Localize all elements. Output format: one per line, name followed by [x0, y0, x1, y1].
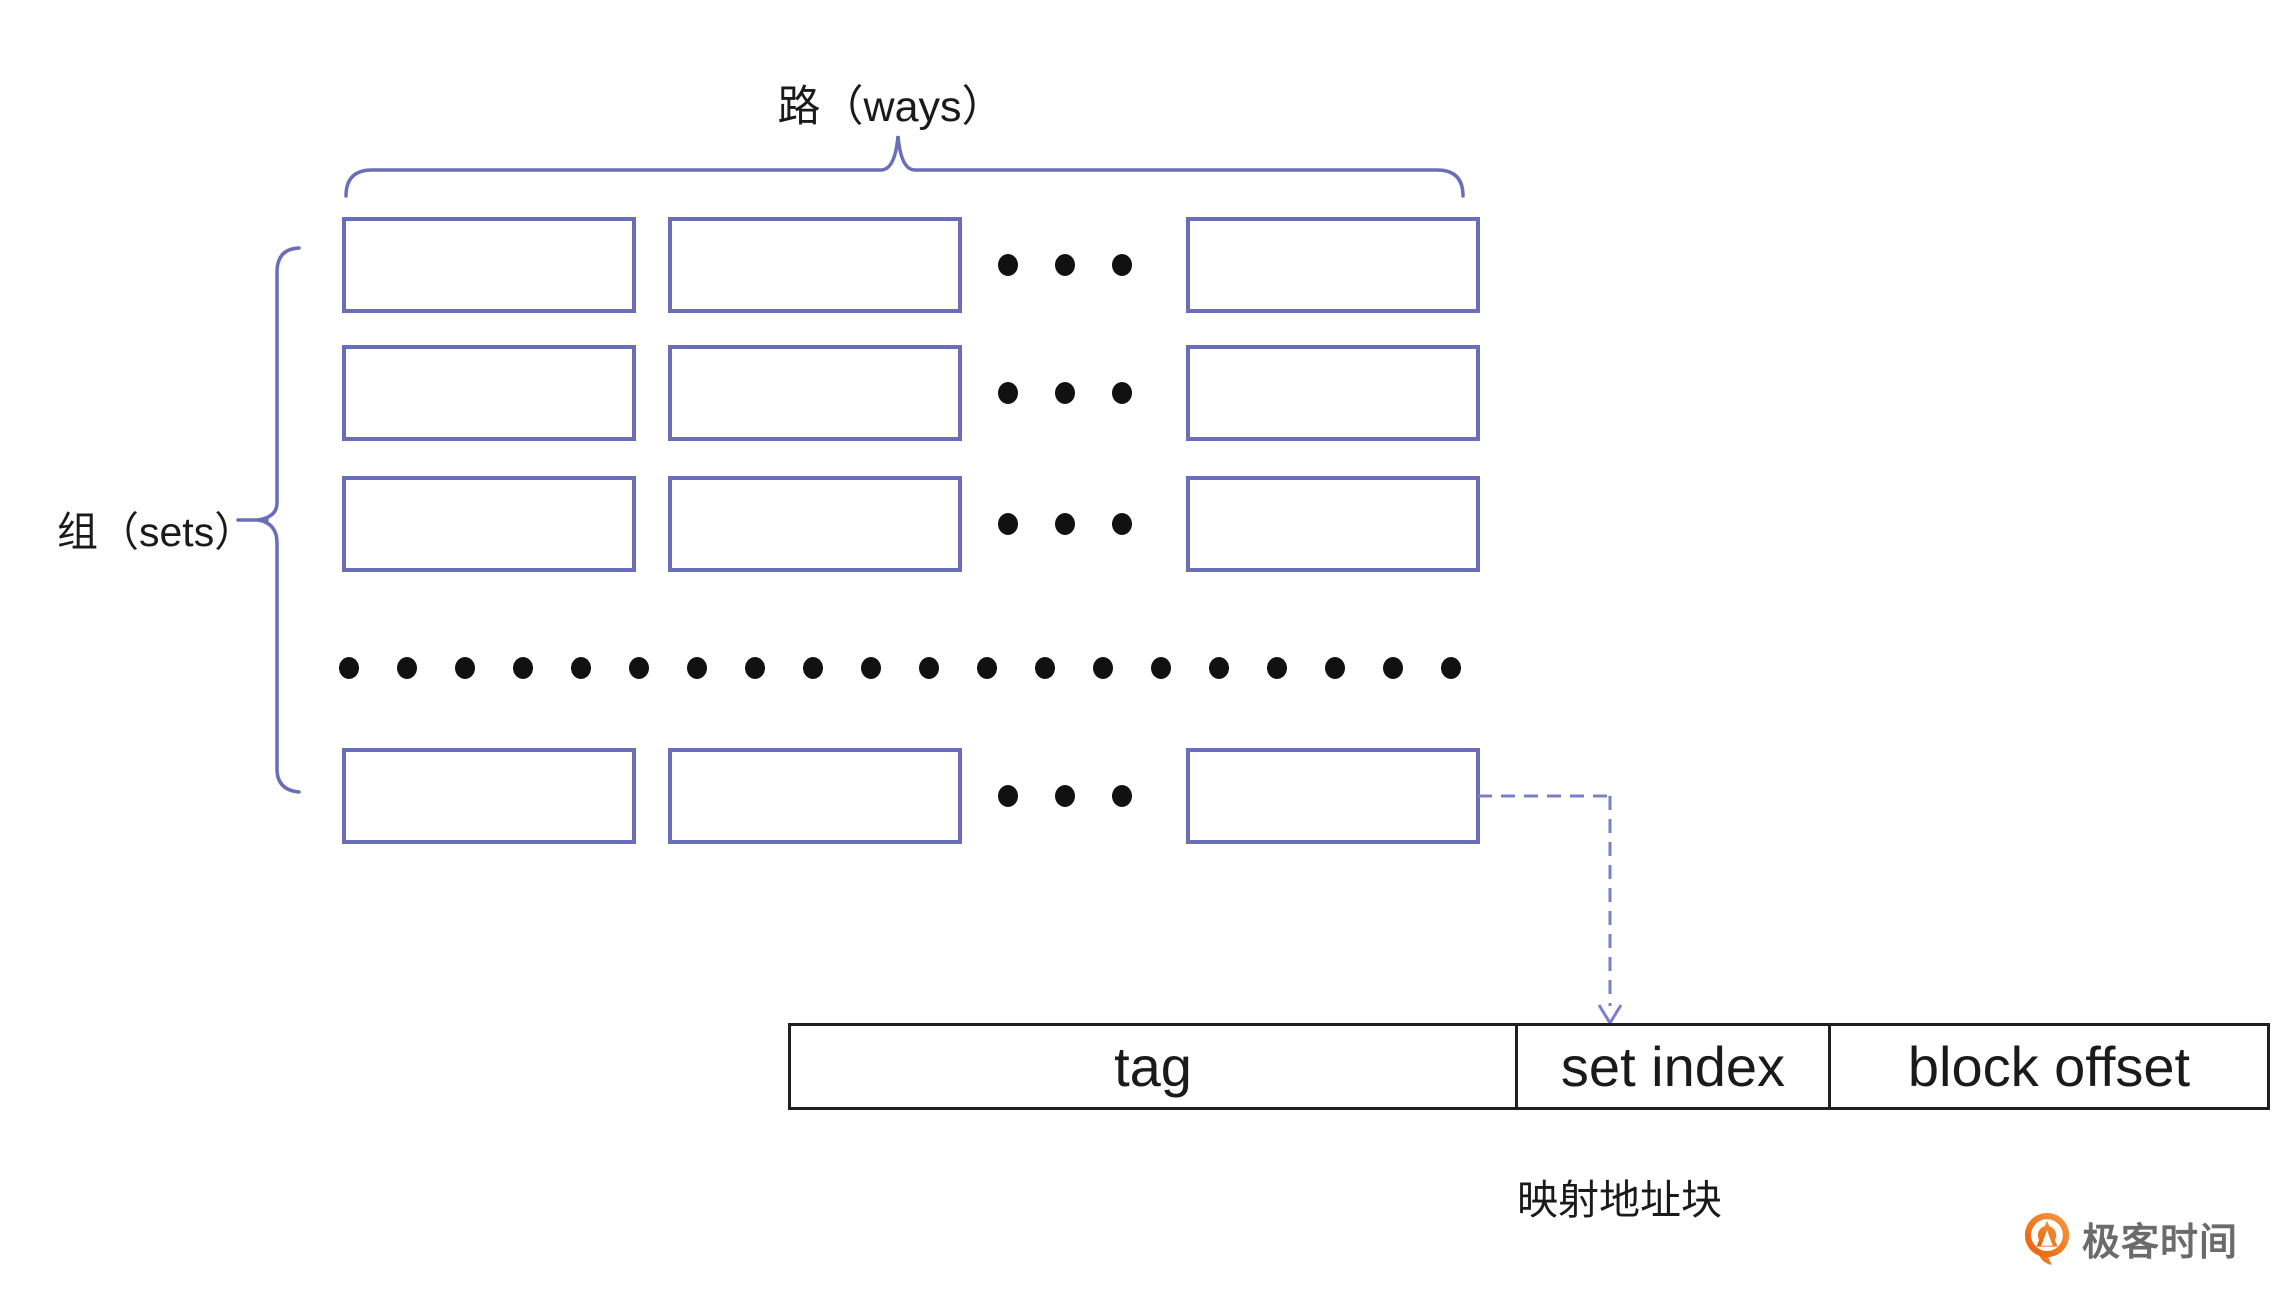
set-ellipsis-dot — [1383, 657, 1403, 679]
set-ellipsis-dot — [687, 657, 707, 679]
set-ellipsis-dot — [513, 657, 533, 679]
geektime-logo-icon — [2024, 1213, 2070, 1265]
ways-brace — [344, 135, 1465, 198]
address-table: tag set index block offset — [788, 1023, 2270, 1110]
cache-block — [668, 217, 962, 313]
set-ellipsis-dot — [1093, 657, 1113, 679]
cache-block — [342, 345, 636, 441]
cache-block — [1186, 748, 1480, 844]
cache-block — [342, 748, 636, 844]
way-ellipsis-dot — [1112, 254, 1132, 276]
cache-block — [1186, 217, 1480, 313]
way-ellipsis-dot — [1112, 785, 1132, 807]
set-ellipsis-dot — [339, 657, 359, 679]
way-ellipsis-dot — [1112, 513, 1132, 535]
set-ellipsis-dot — [1151, 657, 1171, 679]
cache-block — [668, 748, 962, 844]
set-ellipsis-dot — [1267, 657, 1287, 679]
cache-block — [342, 217, 636, 313]
address-field-block-offset: block offset — [1828, 1026, 2267, 1107]
sets-label: 组（sets） — [57, 509, 256, 555]
brand-logo: 极客时间 — [2022, 1210, 2238, 1266]
mapped-address-label: 映射地址块 — [1517, 1177, 1722, 1223]
address-field-tag: tag — [1114, 1035, 1192, 1098]
cache-block — [1186, 345, 1480, 441]
set-ellipsis-dot — [919, 657, 939, 679]
set-ellipsis-dot — [1441, 657, 1461, 679]
way-ellipsis-dot — [1055, 785, 1075, 807]
set-ellipsis-dot — [1325, 657, 1345, 679]
set-ellipsis-dot — [745, 657, 765, 679]
ways-label: 路（ways） — [777, 83, 1005, 131]
way-ellipsis-dot — [998, 254, 1018, 276]
sets-brace — [236, 246, 301, 794]
cache-block — [342, 476, 636, 572]
set-ellipsis-dot — [1209, 657, 1229, 679]
way-ellipsis-dot — [998, 513, 1018, 535]
cache-block — [1186, 476, 1480, 572]
set-ellipsis-dot — [455, 657, 475, 679]
set-ellipsis-dot — [803, 657, 823, 679]
address-field-set-index: set index — [1515, 1026, 1828, 1107]
way-ellipsis-dot — [1055, 382, 1075, 404]
mapping-arrow — [1478, 794, 1623, 1026]
set-ellipsis-dot — [571, 657, 591, 679]
set-ellipsis-dot — [1035, 657, 1055, 679]
set-ellipsis-dot — [397, 657, 417, 679]
brand-name: 极客时间 — [2082, 1221, 2239, 1264]
cache-block — [668, 476, 962, 572]
set-ellipsis-dot — [861, 657, 881, 679]
way-ellipsis-dot — [998, 785, 1018, 807]
cache-block — [668, 345, 962, 441]
way-ellipsis-dot — [1112, 382, 1132, 404]
way-ellipsis-dot — [1055, 513, 1075, 535]
way-ellipsis-dot — [1055, 254, 1075, 276]
way-ellipsis-dot — [998, 382, 1018, 404]
set-ellipsis-dot — [629, 657, 649, 679]
set-ellipsis-dot — [977, 657, 997, 679]
